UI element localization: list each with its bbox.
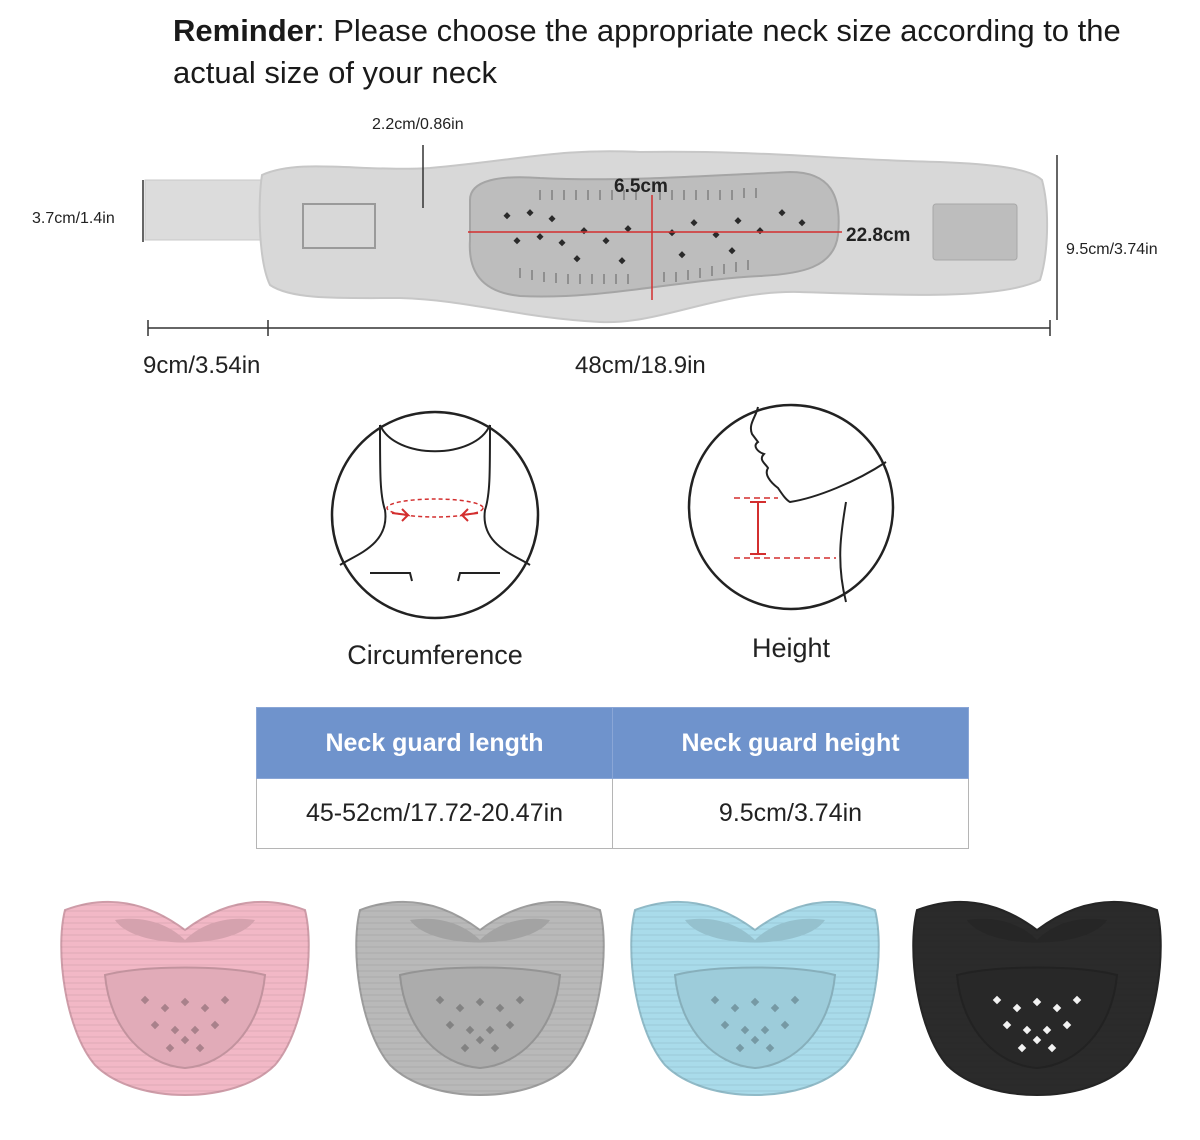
size-table: Neck guard length Neck guard height 45-5…: [256, 707, 969, 849]
left-arrow-icon: [391, 508, 411, 522]
inner-support-pad: [468, 170, 840, 298]
gray-collar: [355, 900, 605, 1096]
collar-flat-diagram: 6.5cm 22.8cm 2.2cm/0.86in 3.7cm/1.4in 9.…: [32, 116, 1158, 379]
cell-height: 9.5cm/3.74in: [612, 778, 969, 849]
circumference-diagram: [330, 410, 540, 620]
right-velcro-patch: [932, 203, 1018, 261]
circumference-label: Circumference: [347, 640, 523, 670]
pink-collar: [60, 900, 310, 1096]
circumference-ring: [386, 498, 484, 518]
inner-length-label: 22.8cm: [846, 225, 910, 246]
inner-height-label: 6.5cm: [614, 176, 668, 197]
height-diagram: [687, 403, 895, 611]
table-row: 45-52cm/17.72-20.47in 9.5cm/3.74in: [256, 778, 969, 849]
header-length: Neck guard length: [256, 707, 613, 779]
strap-length-label: 9cm/3.54in: [143, 352, 260, 379]
cell-length: 45-52cm/17.72-20.47in: [256, 778, 613, 849]
height-label: Height: [751, 633, 831, 663]
strap-width-label: 3.7cm/1.4in: [32, 210, 115, 227]
face-profile: [749, 406, 887, 504]
header-height: Neck guard height: [612, 707, 969, 779]
left-velcro-patch: [302, 203, 376, 249]
velcro-strap: [144, 179, 276, 241]
pad-ribs-bottom: [519, 260, 749, 284]
neck-back-outline: [839, 501, 847, 603]
neck-outline-left: [339, 424, 387, 566]
blue-collar: [630, 900, 880, 1096]
reminder-body: : Please choose the appropriate neck siz…: [173, 13, 1121, 90]
total-height-label: 9.5cm/3.74in: [1066, 241, 1158, 258]
chin-outline: [379, 424, 491, 453]
pad-ribs-top: [539, 188, 757, 200]
right-arrow-icon: [459, 508, 479, 522]
color-variants: [60, 900, 1162, 1096]
neck-outline-right: [483, 424, 531, 566]
body-length-label: 48cm/18.9in: [575, 352, 706, 379]
table-header-row: Neck guard length Neck guard height: [256, 707, 969, 779]
thickness-label: 2.2cm/0.86in: [372, 116, 464, 133]
reminder-text: Reminder: Please choose the appropriate …: [173, 10, 1133, 94]
reminder-label: Reminder: [173, 13, 316, 48]
black-collar: [912, 900, 1162, 1096]
